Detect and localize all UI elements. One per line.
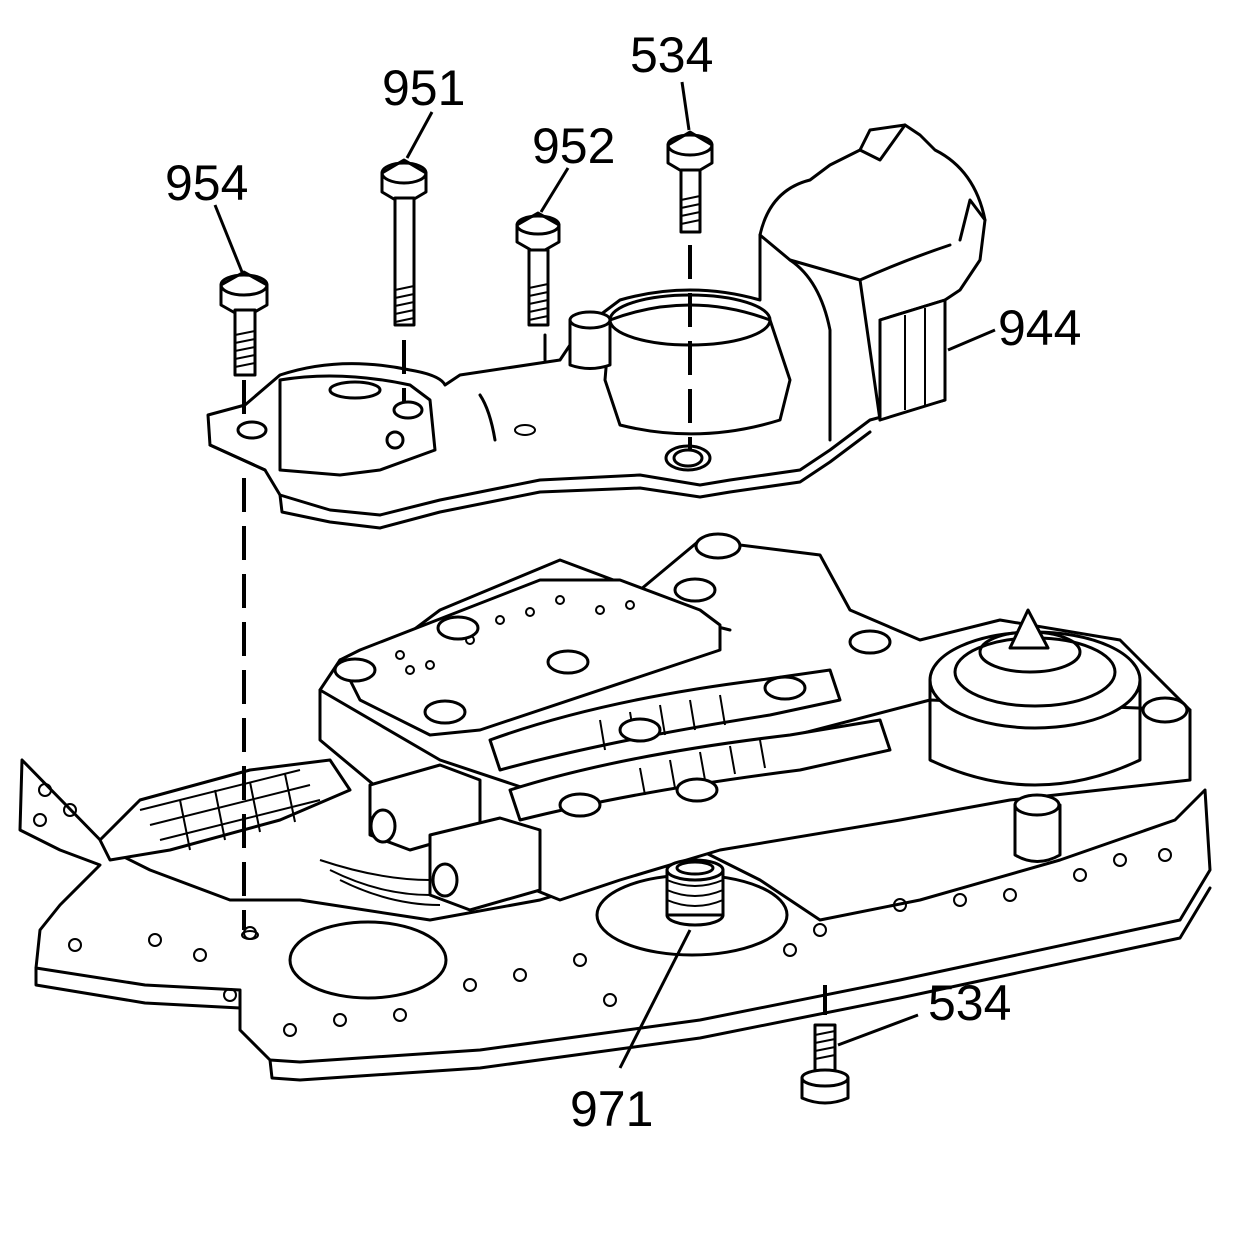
callout-971: 971	[570, 1081, 653, 1137]
housing-944	[206, 123, 987, 530]
spring-971	[665, 858, 725, 927]
bolt-954	[219, 270, 269, 420]
leader-lines	[213, 81, 996, 1069]
callout-944: 944	[998, 300, 1081, 356]
bolt-534-top	[666, 130, 714, 450]
solenoid-assembly	[98, 758, 542, 912]
valve-body-casting	[318, 538, 1192, 902]
bolt-534-bottom	[800, 985, 850, 1105]
valve-body-spacer-plate	[18, 758, 1212, 1082]
plate-locator-hole	[241, 930, 259, 940]
callout-534-top: 534	[630, 27, 713, 83]
callout-954: 954	[165, 155, 248, 211]
callout-534-bottom: 534	[928, 975, 1011, 1031]
callout-952: 952	[532, 118, 615, 174]
bolt-952	[515, 211, 561, 362]
callout-951: 951	[382, 60, 465, 116]
bolt-951	[380, 158, 428, 402]
valve-body-bolt-heads	[333, 532, 1189, 818]
